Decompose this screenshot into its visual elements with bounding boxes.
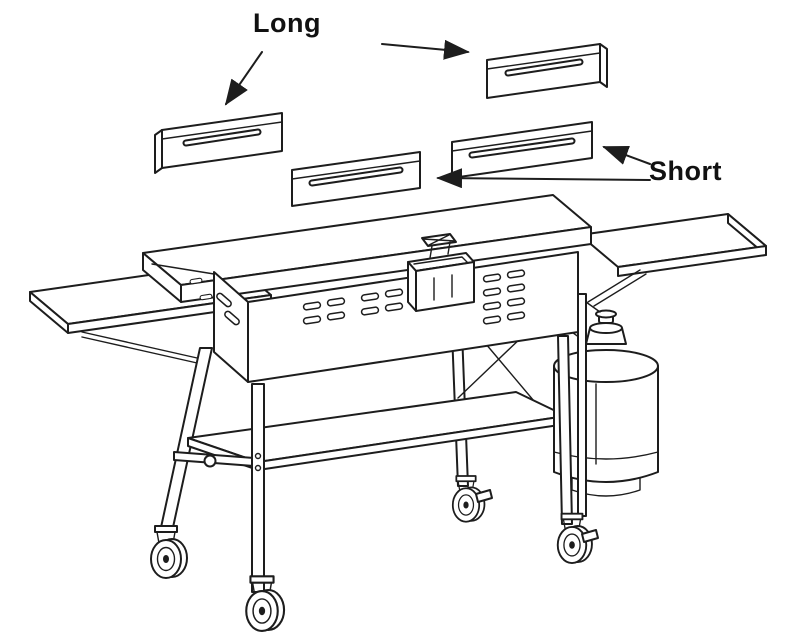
front-left-leg xyxy=(251,383,265,593)
short-arrow-lower xyxy=(436,168,651,189)
short-guard-right xyxy=(451,121,593,179)
caster-wheel-rear-left xyxy=(150,525,188,579)
long-arrow-left xyxy=(224,51,263,106)
long-guard-right xyxy=(486,43,608,99)
left-leg-crossbar xyxy=(173,451,255,468)
short-guard-middle xyxy=(291,151,421,207)
short-arrow-upper xyxy=(602,145,651,165)
grease-chute xyxy=(421,233,457,259)
right-side-shelf xyxy=(579,213,767,307)
caster-wheel-rear-right xyxy=(451,475,493,523)
label-short: Short xyxy=(649,156,722,186)
tank-hanger-bracket xyxy=(577,293,601,517)
grease-cup xyxy=(407,252,475,312)
long-arrow-right xyxy=(381,39,470,60)
front-right-leg xyxy=(557,335,573,525)
griddle-top xyxy=(142,194,592,303)
label-long: Long xyxy=(253,8,321,38)
long-guard-left xyxy=(154,112,283,174)
caster-wheel-front-right xyxy=(556,512,599,564)
